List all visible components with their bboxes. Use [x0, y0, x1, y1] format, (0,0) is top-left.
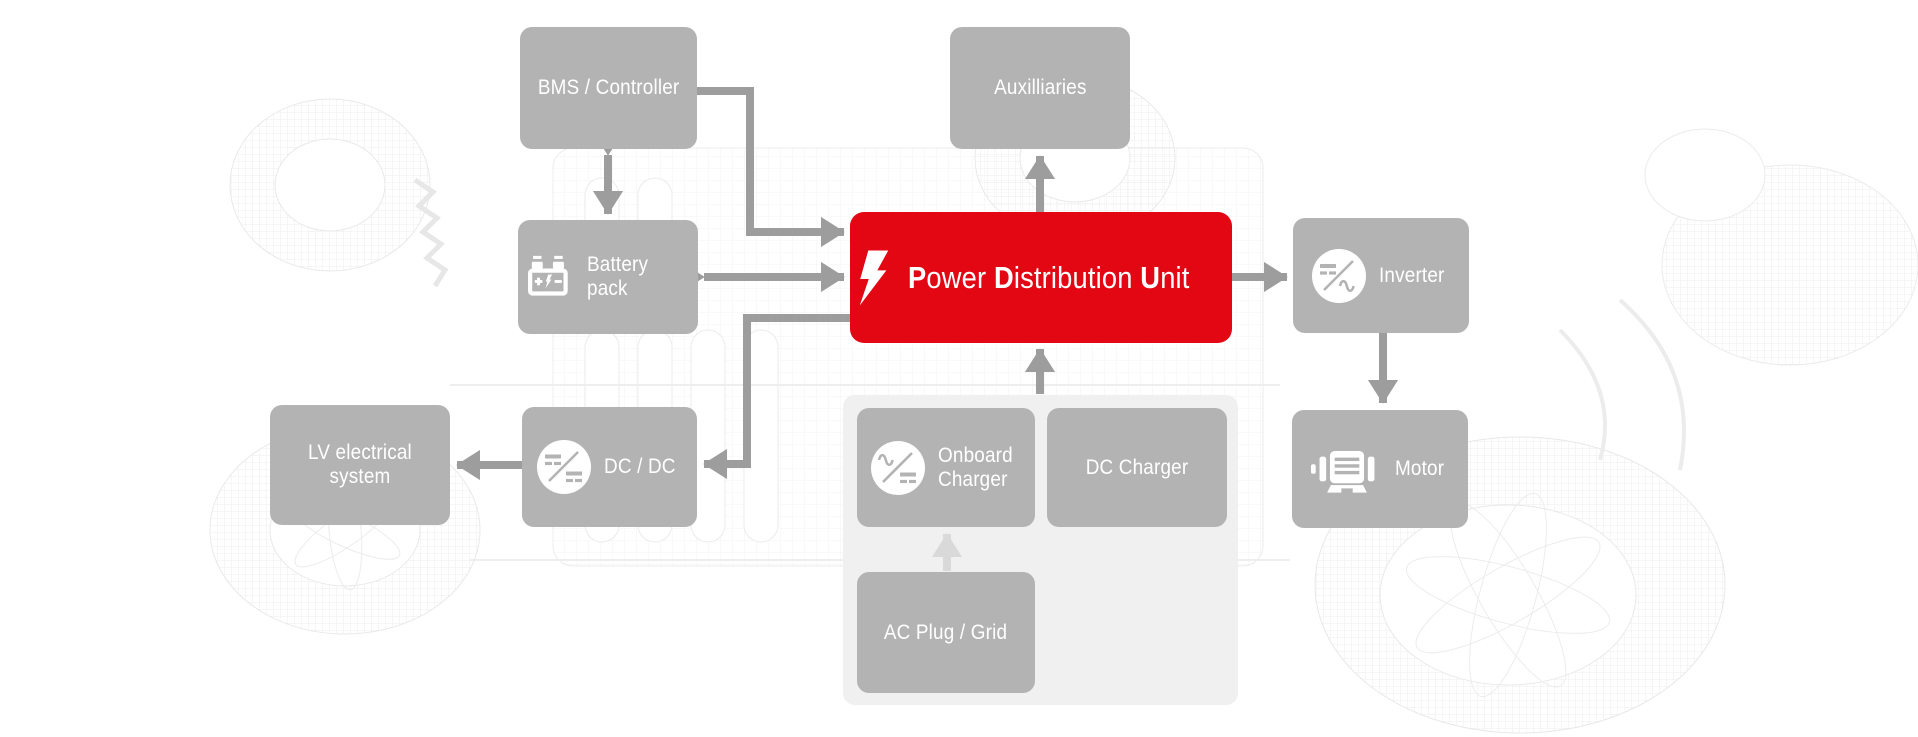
dc-ac-inverter-icon	[1311, 248, 1366, 303]
node-lv-electrical-system: LV electrical system	[270, 405, 450, 525]
lightning-bolt-icon	[859, 249, 888, 306]
node-ac-plug-grid: AC Plug / Grid	[857, 572, 1035, 693]
node-battery-pack: Battery pack	[518, 220, 698, 334]
edge-bms-pdu	[694, 87, 845, 248]
pdu-title-bold-p: P	[907, 259, 926, 295]
node-bms-controller: BMS / Controller	[520, 27, 697, 149]
pdu-title-rest-3: nit	[1159, 259, 1190, 295]
bms-controller-label: BMS / Controller	[537, 76, 680, 100]
onboard-charger-line1: Onboard	[938, 443, 1014, 467]
onboard-charger-line2: Charger	[938, 467, 1008, 491]
pdu-title-bold-u: U	[1139, 259, 1160, 295]
rear-axle-wireframe	[1558, 128, 1918, 471]
node-motor: Motor	[1292, 410, 1468, 528]
inverter-label: Inverter	[1378, 263, 1445, 287]
ac-plug-grid-label: AC Plug / Grid	[884, 620, 1008, 644]
pdu-title: Power Distribution Unit	[908, 260, 1190, 296]
node-dc-charger: DC Charger	[1047, 408, 1227, 527]
lv-electrical-system-label: LV electrical system	[308, 441, 412, 488]
dc-charger-label: DC Charger	[1085, 455, 1189, 479]
pdu-title-rest-2: istribution	[1013, 259, 1140, 295]
pdu-title-bold-d: D	[993, 259, 1014, 295]
node-power-distribution-unit: Power Distribution Unit	[850, 212, 1232, 343]
auxiliaries-label: Auxilliaries	[993, 76, 1087, 100]
pdu-title-rest-1: ower	[925, 259, 994, 295]
ac-dc-charger-icon	[871, 440, 926, 495]
node-dc-dc-converter: DC / DC	[522, 407, 697, 527]
dc-dc-label: DC / DC	[603, 455, 676, 479]
battery-pack-label: Battery pack	[587, 253, 649, 300]
motor-label: Motor	[1394, 457, 1444, 481]
front-left-wheel-wireframe	[229, 98, 449, 288]
node-auxiliaries: Auxilliaries	[950, 27, 1130, 149]
edge-pdu-dcdc	[703, 314, 850, 480]
dc-dc-converter-icon	[536, 440, 591, 494]
electric-motor-icon	[1310, 451, 1375, 493]
node-inverter: Inverter	[1293, 218, 1469, 333]
car-battery-icon	[528, 255, 568, 296]
